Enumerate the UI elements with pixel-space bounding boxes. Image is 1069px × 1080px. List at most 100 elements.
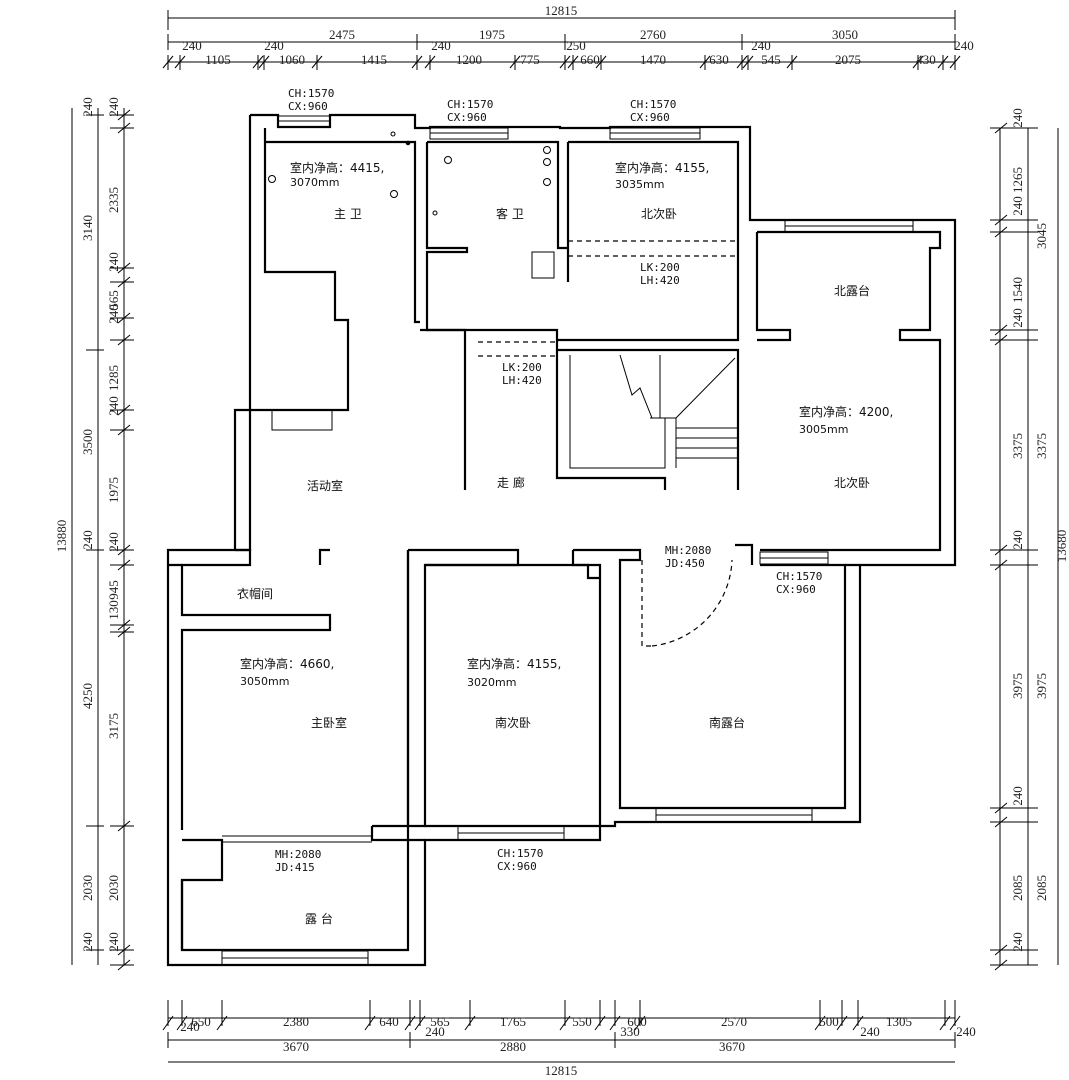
- window-note-5b: CX:960: [497, 860, 537, 873]
- top-dim-row3: 240: [264, 38, 284, 53]
- openings: [478, 240, 738, 647]
- right-dim-row3: 1540: [1010, 277, 1025, 303]
- height-north-bed1-1: 室内净高：4155,: [615, 160, 709, 175]
- bottom-dim-row3: 650: [191, 1014, 211, 1029]
- window-note-2b: CX:960: [447, 111, 487, 124]
- window-note-1a: CH:1570: [288, 87, 334, 100]
- label-activity-room: 活动室: [307, 478, 343, 493]
- left-dim-row3: 240: [106, 932, 121, 952]
- left-dim-row2: 2030: [80, 875, 95, 901]
- height-south-bed-1: 室内净高：4155,: [467, 656, 561, 671]
- right-dim-row3: 3375: [1010, 433, 1025, 459]
- label-master-bath: 主 卫: [334, 207, 362, 221]
- bottom-dim-row3: 1305: [886, 1014, 912, 1029]
- bottom-dim-row3: 640: [379, 1014, 399, 1029]
- walls: [166, 113, 957, 967]
- right-dim-row2: 2085: [1034, 875, 1049, 901]
- left-dim-row3: 945: [106, 580, 121, 600]
- right-dim-row2: 3975: [1034, 673, 1049, 699]
- bottom-dim-row3: 330: [620, 1024, 640, 1039]
- door-note-south-b: JD:450: [665, 557, 705, 570]
- left-dim-row3: 1975: [106, 477, 121, 503]
- height-master-bed-1: 室内净高：4660,: [240, 656, 334, 671]
- right-dim-row3: 240: [1010, 108, 1025, 128]
- height-master-bed-2: 3050mm: [240, 675, 289, 688]
- bottom-dim-row3: 2570: [721, 1014, 747, 1029]
- left-dim-row3: 240: [106, 532, 121, 552]
- label-corridor: 走 廊: [497, 475, 525, 490]
- window-notes: CH:1570 CX:960 CH:1570 CX:960 CH:1570 CX…: [288, 87, 822, 873]
- label-north-terrace: 北露台: [834, 283, 870, 298]
- window-note-2a: CH:1570: [447, 98, 493, 111]
- right-dim-total: 13680: [1054, 530, 1069, 563]
- left-dim-row3: 565: [106, 290, 121, 310]
- left-dim-row3: 130: [106, 600, 121, 620]
- height-master-bath-2: 3070mm: [290, 176, 339, 189]
- lk-note-1a: LK:200: [640, 261, 680, 274]
- top-dim-row2: 3050: [832, 27, 858, 42]
- top-dim-row3: 630: [709, 52, 729, 67]
- height-north-bed2-2: 3005mm: [799, 423, 848, 436]
- height-master-bath-1: 室内净高：4415,: [290, 160, 384, 175]
- left-dim-row3: 240: [106, 97, 121, 117]
- label-north-bedroom-2: 北次卧: [834, 476, 870, 490]
- height-north-bed1-2: 3035mm: [615, 178, 664, 191]
- top-dim-row3: 660: [580, 52, 600, 67]
- label-master-bedroom: 主卧室: [311, 715, 347, 730]
- left-dimensions: 1388024031403500240425020302402402335240…: [54, 97, 121, 952]
- window-note-3b: CX:960: [630, 111, 670, 124]
- top-dim-row3: 775: [520, 52, 540, 67]
- top-dim-row3: 240: [182, 38, 202, 53]
- room-labels: 主 卫 客 卫 北次卧 北露台 活动室 走 廊 北次卧 衣帽间 主卧室 南次卧 …: [237, 206, 870, 926]
- bottom-dim-row3: 500: [819, 1014, 839, 1029]
- top-dim-row3: 1060: [279, 52, 305, 67]
- left-dim-row2: 3500: [80, 429, 95, 455]
- lk-note-2b: LH:420: [502, 374, 542, 387]
- lk-note-2a: LK:200: [502, 361, 542, 374]
- top-dim-row3: 240: [431, 38, 451, 53]
- bottom-dim-row2: 3670: [719, 1039, 745, 1054]
- top-dim-row2: 2475: [329, 27, 355, 42]
- right-dim-row2: 3375: [1034, 433, 1049, 459]
- top-dim-row3: 1470: [640, 52, 666, 67]
- right-dim-row3: 240: [1010, 196, 1025, 216]
- right-dim-row3: 240: [1010, 308, 1025, 328]
- top-dim-total: 12815: [545, 3, 578, 18]
- ceiling-heights: 室内净高：4415, 3070mm 室内净高：4155, 3035mm 室内净高…: [240, 160, 893, 689]
- door-note-south-a: MH:2080: [665, 544, 711, 557]
- top-dim-row3: 1105: [205, 52, 231, 67]
- bottom-dim-row2: 2880: [500, 1039, 526, 1054]
- bottom-dim-row3: 240: [860, 1024, 880, 1039]
- label-terrace: 露 台: [305, 911, 333, 926]
- right-dimensions: 1368030453375397520852401265240154024033…: [1010, 108, 1069, 952]
- window-note-4a: CH:1570: [776, 570, 822, 583]
- left-dim-row3: 2335: [106, 187, 121, 213]
- left-dim-row2: 240: [80, 530, 95, 550]
- bottom-dim-row3: 550: [572, 1014, 592, 1029]
- left-dim-row3: 3175: [106, 713, 121, 739]
- top-dim-row2: 2760: [640, 27, 666, 42]
- left-dim-row2: 3140: [80, 215, 95, 241]
- top-dim-row3: 1200: [456, 52, 482, 67]
- left-dim-total: 13880: [54, 520, 69, 553]
- bottom-dim-row3: 240: [425, 1024, 445, 1039]
- windows: [221, 115, 914, 966]
- label-south-terrace: 南露台: [709, 715, 745, 730]
- top-dim-row3: 1415: [361, 52, 387, 67]
- top-dim-row3: 250: [566, 38, 586, 53]
- right-dim-row3: 240: [1010, 530, 1025, 550]
- top-dim-row3: 240: [954, 38, 974, 53]
- height-south-bed-2: 3020mm: [467, 676, 516, 689]
- window-note-3a: CH:1570: [630, 98, 676, 111]
- window-note-1b: CX:960: [288, 100, 328, 113]
- window-note-5a: CH:1570: [497, 847, 543, 860]
- top-dim-row3: 2075: [835, 52, 861, 67]
- window-note-4b: CX:960: [776, 583, 816, 596]
- left-dim-row3: 240: [106, 396, 121, 416]
- staircase: [569, 354, 738, 469]
- left-dim-row3: 2030: [106, 875, 121, 901]
- bottom-dim-total: 12815: [545, 1063, 578, 1078]
- left-dim-row3: 1285: [106, 365, 121, 391]
